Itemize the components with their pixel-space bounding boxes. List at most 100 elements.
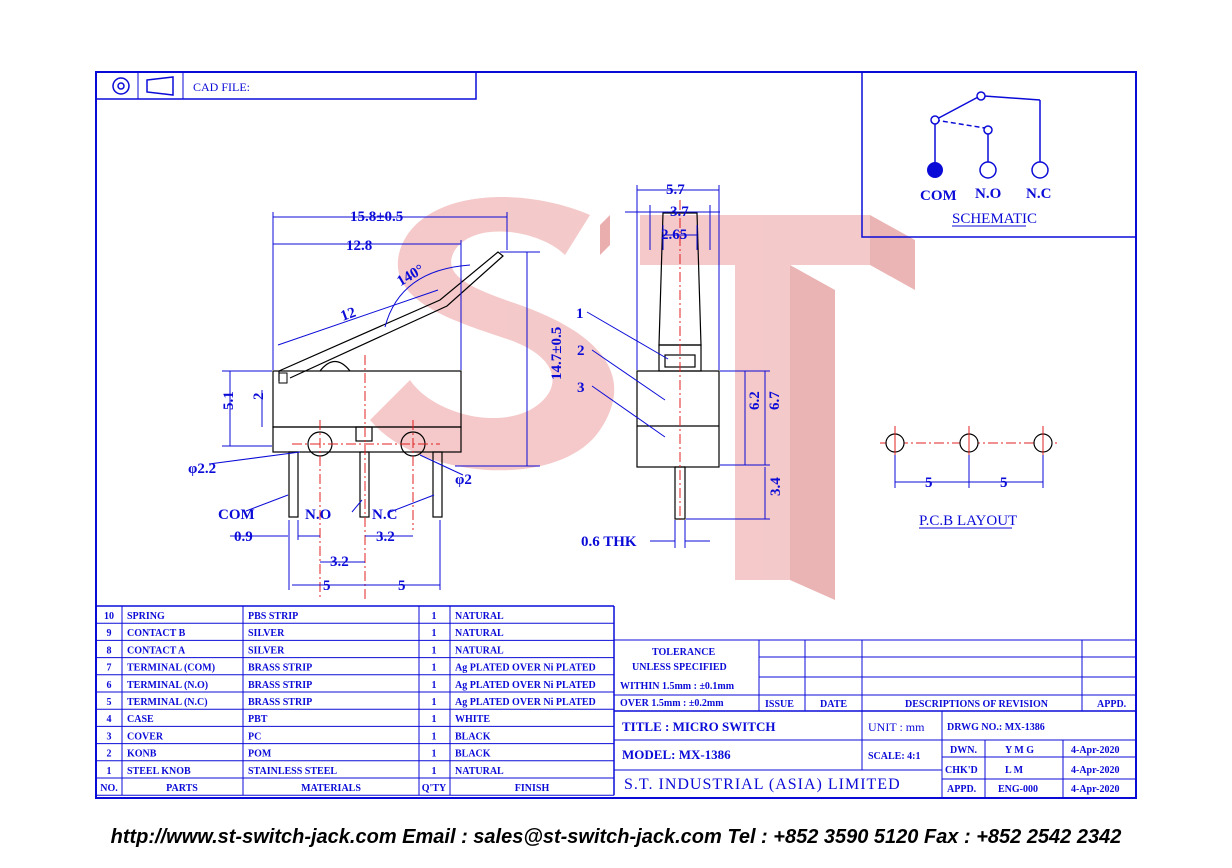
schematic-label-nc: N.C bbox=[1026, 186, 1051, 202]
date-header: DATE bbox=[820, 699, 847, 710]
parts-row-qty: 1 bbox=[432, 645, 437, 656]
schematic-label-no: N.O bbox=[975, 186, 1001, 202]
parts-row-material: POM bbox=[248, 749, 272, 760]
parts-row-no: 5 bbox=[107, 697, 112, 708]
parts-row-material: BRASS STRIP bbox=[248, 680, 312, 691]
dim-height: 14.7±0.5 bbox=[549, 327, 565, 380]
dim-pitch-inner-right: 3.2 bbox=[376, 529, 395, 545]
dim-body-length: 12.8 bbox=[346, 238, 372, 254]
unit-label: UNIT : mm bbox=[868, 720, 925, 734]
parts-row-no: 7 bbox=[107, 663, 112, 674]
dwn-value: Y M G bbox=[1005, 745, 1034, 756]
dim-pin-offset: 2 bbox=[251, 393, 267, 401]
dim-overall-length: 15.8±0.5 bbox=[350, 209, 403, 225]
parts-header-qty: Q'TY bbox=[422, 783, 447, 794]
schematic-label-com: COM bbox=[920, 188, 957, 204]
parts-row-finish: Ag PLATED OVER Ni PLATED bbox=[455, 680, 596, 691]
dim-pin-width: 0.9 bbox=[234, 529, 253, 545]
label-no: N.O bbox=[305, 507, 331, 523]
parts-row-part: KONB bbox=[127, 749, 157, 760]
scale-label: SCALE: 4:1 bbox=[868, 751, 921, 762]
tolerance-line-4: OVER 1.5mm : ±0.2mm bbox=[620, 698, 724, 709]
parts-row-finish: WHITE bbox=[455, 714, 490, 725]
parts-row-material: BRASS STRIP bbox=[248, 663, 312, 674]
label-com: COM bbox=[218, 507, 255, 523]
callout-2: 2 bbox=[577, 343, 585, 359]
parts-row-finish: Ag PLATED OVER Ni PLATED bbox=[455, 663, 596, 674]
dwn-date: 4-Apr-2020 bbox=[1071, 745, 1120, 756]
tolerance-line-1: TOLERANCE bbox=[652, 647, 715, 658]
dim-body-height: 5.1 bbox=[221, 391, 237, 410]
callout-3: 3 bbox=[577, 380, 585, 396]
pcb-layout: 5 5 P.C.B LAYOUT bbox=[880, 426, 1060, 529]
parts-row-material: PBS STRIP bbox=[248, 611, 298, 622]
contact-footer: http://www.st-switch-jack.com Email : sa… bbox=[110, 826, 1122, 848]
projection-symbol-icon bbox=[112, 77, 130, 95]
dim-side-width: 5.7 bbox=[666, 182, 685, 198]
parts-row-qty: 1 bbox=[432, 697, 437, 708]
dwn-label: DWN. bbox=[950, 745, 977, 756]
parts-row-material: PBT bbox=[248, 714, 268, 725]
parts-row-finish: NATURAL bbox=[455, 645, 504, 656]
pcb-pitch-a: 5 bbox=[925, 475, 933, 491]
no-node-icon bbox=[979, 161, 997, 179]
parts-row-no: 4 bbox=[107, 714, 112, 725]
parts-row-part: COVER bbox=[127, 731, 164, 742]
appd-date: 4-Apr-2020 bbox=[1071, 784, 1120, 795]
dim-side-h2: 6.7 bbox=[767, 391, 783, 410]
parts-header-finish: FINISH bbox=[515, 783, 550, 794]
drawing-title: TITLE : MICRO SWITCH bbox=[622, 719, 776, 734]
label-nc: N.C bbox=[372, 507, 397, 523]
schematic-box: COM N.O N.C SCHEMATIC bbox=[861, 72, 1136, 238]
chkd-date: 4-Apr-2020 bbox=[1071, 765, 1120, 776]
parts-row-no: 3 bbox=[107, 731, 112, 742]
parts-row-part: CONTACT B bbox=[127, 628, 186, 639]
dim-side-width2: 3.7 bbox=[670, 204, 689, 220]
descriptions-header: DESCRIPTIONS OF REVISION bbox=[905, 699, 1049, 710]
parts-row-finish: NATURAL bbox=[455, 766, 504, 777]
dim-lever-length: 12 bbox=[339, 305, 359, 325]
appd-label: APPD. bbox=[947, 784, 977, 795]
parts-row-finish: NATURAL bbox=[455, 628, 504, 639]
front-centerlines bbox=[292, 355, 440, 600]
parts-row-finish: BLACK bbox=[455, 749, 491, 760]
tolerance-line-2: UNLESS SPECIFIED bbox=[632, 662, 727, 673]
com-node-icon bbox=[927, 162, 943, 178]
cad-file-label: CAD FILE: bbox=[193, 80, 250, 94]
parts-row-finish: BLACK bbox=[455, 731, 491, 742]
parts-row-qty: 1 bbox=[432, 749, 437, 760]
st-watermark bbox=[370, 197, 915, 600]
dim-hole-right: φ2 bbox=[455, 472, 472, 488]
title-block bbox=[614, 639, 1136, 798]
sheet-border bbox=[95, 71, 1137, 799]
parts-row-material: BRASS STRIP bbox=[248, 697, 312, 708]
parts-header-parts: PARTS bbox=[166, 783, 198, 794]
parts-row-qty: 1 bbox=[432, 628, 437, 639]
parts-row-part: TERMINAL (N.C) bbox=[127, 697, 208, 708]
chkd-value: L M bbox=[1005, 765, 1024, 776]
parts-row-material: SILVER bbox=[248, 628, 285, 639]
parts-row-qty: 1 bbox=[432, 766, 437, 777]
parts-row-part: TERMINAL (N.O) bbox=[127, 680, 208, 691]
parts-row-part: STEEL KNOB bbox=[127, 766, 191, 777]
nc-node-icon bbox=[1031, 161, 1049, 179]
parts-row-finish: Ag PLATED OVER Ni PLATED bbox=[455, 697, 596, 708]
parts-row-qty: 1 bbox=[432, 714, 437, 725]
drawing-number: DRWG NO.: MX-1386 bbox=[947, 722, 1045, 733]
model-label: MODEL: MX-1386 bbox=[622, 747, 731, 762]
parts-row-no: 9 bbox=[107, 628, 112, 639]
parts-row-material: SILVER bbox=[248, 645, 285, 656]
parts-row-material: PC bbox=[248, 731, 261, 742]
callout-1: 1 bbox=[576, 306, 584, 322]
side-dimension-lines bbox=[586, 185, 770, 548]
parts-row-no: 10 bbox=[104, 611, 114, 622]
pcb-pitch-b: 5 bbox=[1000, 475, 1008, 491]
appd-value: ENG-000 bbox=[998, 784, 1038, 795]
parts-row-finish: NATURAL bbox=[455, 611, 504, 622]
parts-row-qty: 1 bbox=[432, 611, 437, 622]
parts-row-material: STAINLESS STEEL bbox=[248, 766, 337, 777]
parts-row-part: CASE bbox=[127, 714, 154, 725]
chkd-label: CHK'D bbox=[945, 765, 978, 776]
